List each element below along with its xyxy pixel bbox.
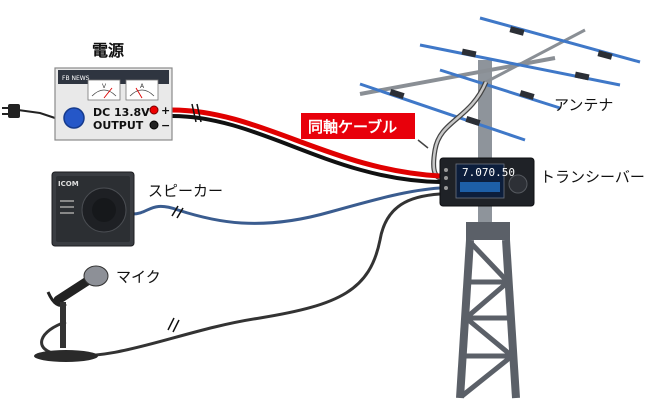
- tuning-dial: [508, 174, 528, 194]
- antenna-element-3: [359, 82, 526, 142]
- antenna-element-4: [439, 68, 561, 110]
- voltmeter-needle: [103, 87, 113, 99]
- speaker-brand: ICOM: [58, 180, 79, 188]
- coax-pointer: [417, 139, 429, 149]
- transceiver-frequency: 7.070.50: [462, 166, 515, 179]
- ammeter-label: A: [140, 83, 145, 90]
- transceiver-spectrum: [460, 182, 500, 192]
- psu-voltage-label: DC 13.8V: [93, 106, 150, 119]
- speaker: ICOM: [51, 171, 135, 247]
- tower-top-platform: [466, 222, 510, 240]
- power-wire-red: [171, 107, 441, 179]
- terminal-minus-sign: −: [161, 119, 170, 132]
- label-microphone: マイク: [116, 268, 161, 286]
- psu-output-label: OUTPUT: [93, 119, 144, 132]
- label-transceiver: トランシーバー: [540, 168, 645, 186]
- mic-stand-pole: [60, 302, 66, 348]
- power-supply: FB NEWS V A DC 13.8V OUTPUT + −: [54, 67, 173, 141]
- antenna-boom-back: [485, 28, 586, 84]
- label-antenna: アンテナ: [554, 96, 613, 114]
- psu-brand: FB NEWS: [62, 75, 90, 82]
- terminal-negative: [149, 120, 159, 130]
- wire-break-mark-mic: [167, 317, 180, 333]
- wire-break-mark-speaker: [171, 205, 184, 219]
- speaker-wire: [131, 186, 441, 225]
- label-speaker: スピーカー: [148, 182, 223, 200]
- label-coax-cable: 同軸ケーブル: [308, 118, 397, 136]
- wire-break-mark-power: [191, 103, 202, 123]
- antenna-element-2: [479, 16, 641, 64]
- plug-body: [8, 104, 20, 118]
- transceiver: 7.070.50: [439, 157, 535, 207]
- ac-plug: [2, 104, 56, 119]
- transceiver-screen: [455, 163, 505, 199]
- ammeter-needle: [135, 87, 143, 99]
- ac-cord: [17, 109, 56, 119]
- label-power-supply: 電源: [92, 41, 124, 60]
- microphone: [34, 265, 109, 362]
- coax-label-box: [301, 113, 415, 139]
- terminal-plus-sign: +: [161, 104, 170, 117]
- tower-leg-left: [456, 239, 474, 399]
- mic-head: [83, 265, 109, 287]
- terminal-positive: [149, 105, 159, 115]
- tower-bracing: [460, 240, 514, 398]
- yagi-antenna: [359, 16, 641, 142]
- power-wire-black: [171, 114, 441, 184]
- mic-stand-base: [34, 350, 98, 362]
- power-knob: [63, 107, 85, 129]
- voltmeter-label: V: [102, 83, 107, 90]
- antenna-traps: [389, 26, 613, 127]
